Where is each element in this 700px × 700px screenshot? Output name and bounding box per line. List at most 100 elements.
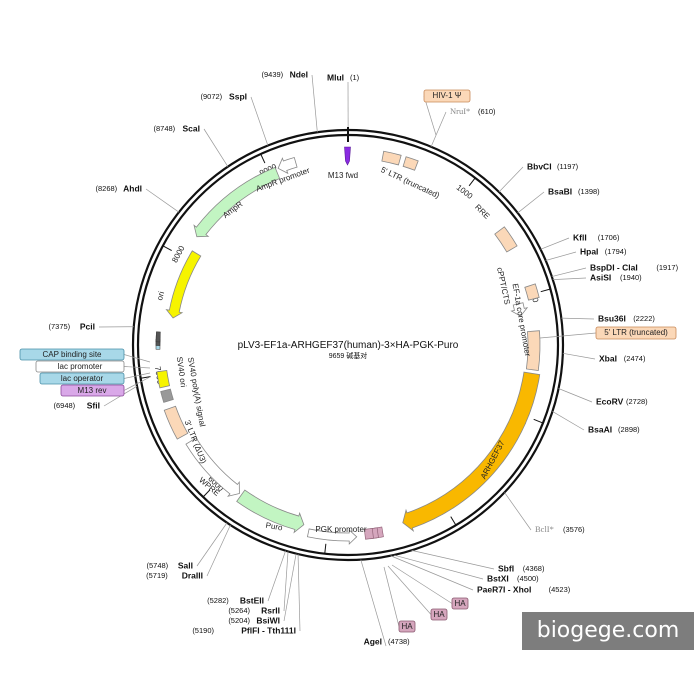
leader-rsrii	[283, 551, 289, 612]
leader-ecorv	[558, 388, 593, 403]
sv40-ori-arc	[156, 369, 171, 389]
site-name: PaeR7I - XhoI	[477, 584, 531, 594]
pgk-promoter-arrow	[306, 528, 358, 545]
ha-box-2-text: HA	[433, 610, 445, 619]
arhgef37-arrow	[402, 371, 541, 532]
feature-label-m13-fwd: M13 fwd	[328, 171, 358, 180]
leader-lines	[98, 74, 597, 647]
ampr-arrow	[193, 166, 281, 238]
site-pflfi-tth111i: PflFI - Tth111I(5190)	[192, 625, 296, 635]
site-position: (2898)	[618, 425, 640, 434]
site-name: NruI*	[450, 106, 470, 116]
feature-label-ori: ori	[155, 290, 166, 301]
watermark-box	[522, 612, 694, 650]
site-name: Bsu36I	[598, 313, 626, 323]
tick-mark-2000	[540, 288, 551, 293]
leader-pflfi-tth111i	[297, 554, 301, 632]
site-scai: ScaI(8748)	[154, 123, 200, 133]
site-name: AgeI	[364, 636, 382, 646]
m13-rev-box: M13 rev	[60, 384, 125, 397]
site-position: (8268)	[96, 184, 118, 193]
site-kfli: KflI(1706)	[573, 232, 620, 242]
site-position: (610)	[478, 107, 496, 116]
plasmid-title: pLV3-EF1a-ARHGEF37(human)-3×HA-PGK-Puro	[238, 340, 459, 351]
leader-bsteii	[267, 550, 286, 602]
site-rsrii: RsrII(5264)	[228, 605, 280, 615]
site-bsteii: BstEII(5282)	[207, 595, 264, 605]
site-position: (5748)	[147, 561, 169, 570]
site-name: BclI*	[535, 524, 554, 534]
site-name: RsrII	[261, 605, 280, 615]
site-nrui: NruI* (610)	[450, 106, 496, 116]
site-bspdi-clai: BspDI - ClaI (1917)	[590, 262, 679, 272]
site-name: PciI	[80, 321, 95, 331]
tick-mark-1000	[468, 177, 476, 187]
site-pcii: PciI(7375)	[49, 321, 95, 331]
leader-sbfi	[411, 550, 495, 570]
ha-box-3: HA	[398, 620, 416, 633]
ltr5-box-a	[381, 150, 402, 166]
leader-sali	[196, 522, 228, 567]
feature-label-rre: RRE	[473, 203, 491, 221]
lac-operator-box: lac operator	[39, 372, 125, 385]
feature-label-puro: Puro	[265, 521, 284, 533]
tick-label-8000: 8000	[170, 244, 187, 264]
puro-arrow	[236, 489, 305, 534]
leader-scai	[203, 128, 229, 167]
leader-sspi	[250, 96, 269, 146]
ha-tag-3	[364, 528, 374, 540]
ltr5-truncated-box-leader	[539, 332, 597, 339]
site-bsabi: BsaBI(1398)	[548, 186, 600, 196]
site-position: (2728)	[626, 397, 648, 406]
site-name: BspDI - ClaI	[590, 262, 638, 272]
site-position: (8748)	[154, 124, 176, 133]
feature-label-5-ltr-truncated: 5' LTR (truncated)	[379, 165, 441, 200]
leader-bsaai	[552, 411, 585, 431]
lac-operator-box-bg	[39, 372, 125, 385]
site-xbai: XbaI(2474)	[599, 353, 646, 363]
lac-promoter-box-bg	[35, 360, 125, 373]
tick-mark-9000	[260, 153, 266, 164]
site-sfii: SfiI(6948)	[54, 400, 100, 410]
tick-mark-7000	[140, 376, 151, 379]
cap-binding-site-box-text: CAP binding site	[43, 350, 103, 359]
leader-bbvci	[498, 166, 524, 193]
site-position: (4738)	[388, 637, 410, 646]
leader-ndei	[311, 74, 318, 133]
cap-binding-site-box-leader	[123, 354, 151, 363]
watermark: biogege.com	[536, 618, 680, 643]
site-position: (6948)	[54, 401, 76, 410]
tick-mark-4000	[450, 516, 457, 526]
lac-promoter-box-text: lac promoter	[58, 362, 103, 371]
cap-binding-site-box: CAP binding site	[19, 348, 125, 361]
leader-agei	[360, 559, 387, 647]
site-position: (4500)	[517, 574, 539, 583]
site-sbfi: SbfI(4368)	[498, 563, 545, 573]
m13-rev-box-bg	[60, 384, 125, 397]
leader-bspdi-clai	[551, 267, 587, 277]
lac-promoter-box: lac promoter	[35, 360, 125, 373]
lac-element-3	[155, 331, 161, 343]
site-position: (1917)	[656, 263, 678, 272]
m13-rev-box-text: M13 rev	[78, 386, 107, 395]
leader-bsiwi	[283, 553, 297, 622]
tick-mark-6000	[202, 489, 211, 498]
lac-operator-box-text: lac operator	[61, 374, 104, 383]
site-name: KflI	[573, 232, 587, 242]
site-position: (4523)	[549, 585, 571, 594]
plasmid-length: 9659 碱基对	[329, 351, 368, 360]
site-bbvci: BbvCI(1197)	[527, 161, 579, 171]
cppt-arc	[524, 283, 540, 301]
site-position: (1)	[350, 73, 360, 82]
hiv-psi-box-leader	[423, 95, 437, 136]
site-position: (3576)	[563, 525, 585, 534]
lac-operator-box-leader	[123, 372, 151, 379]
site-bstxi: BstXI(4500)	[487, 573, 539, 583]
site-bcli: BclI* (3576)	[535, 524, 585, 534]
wpre-arrow	[185, 437, 240, 497]
ha-box-1-leader	[391, 564, 453, 604]
site-name: XbaI	[599, 353, 617, 363]
site-name: SbfI	[498, 563, 514, 573]
ef1a-arc	[525, 330, 541, 372]
